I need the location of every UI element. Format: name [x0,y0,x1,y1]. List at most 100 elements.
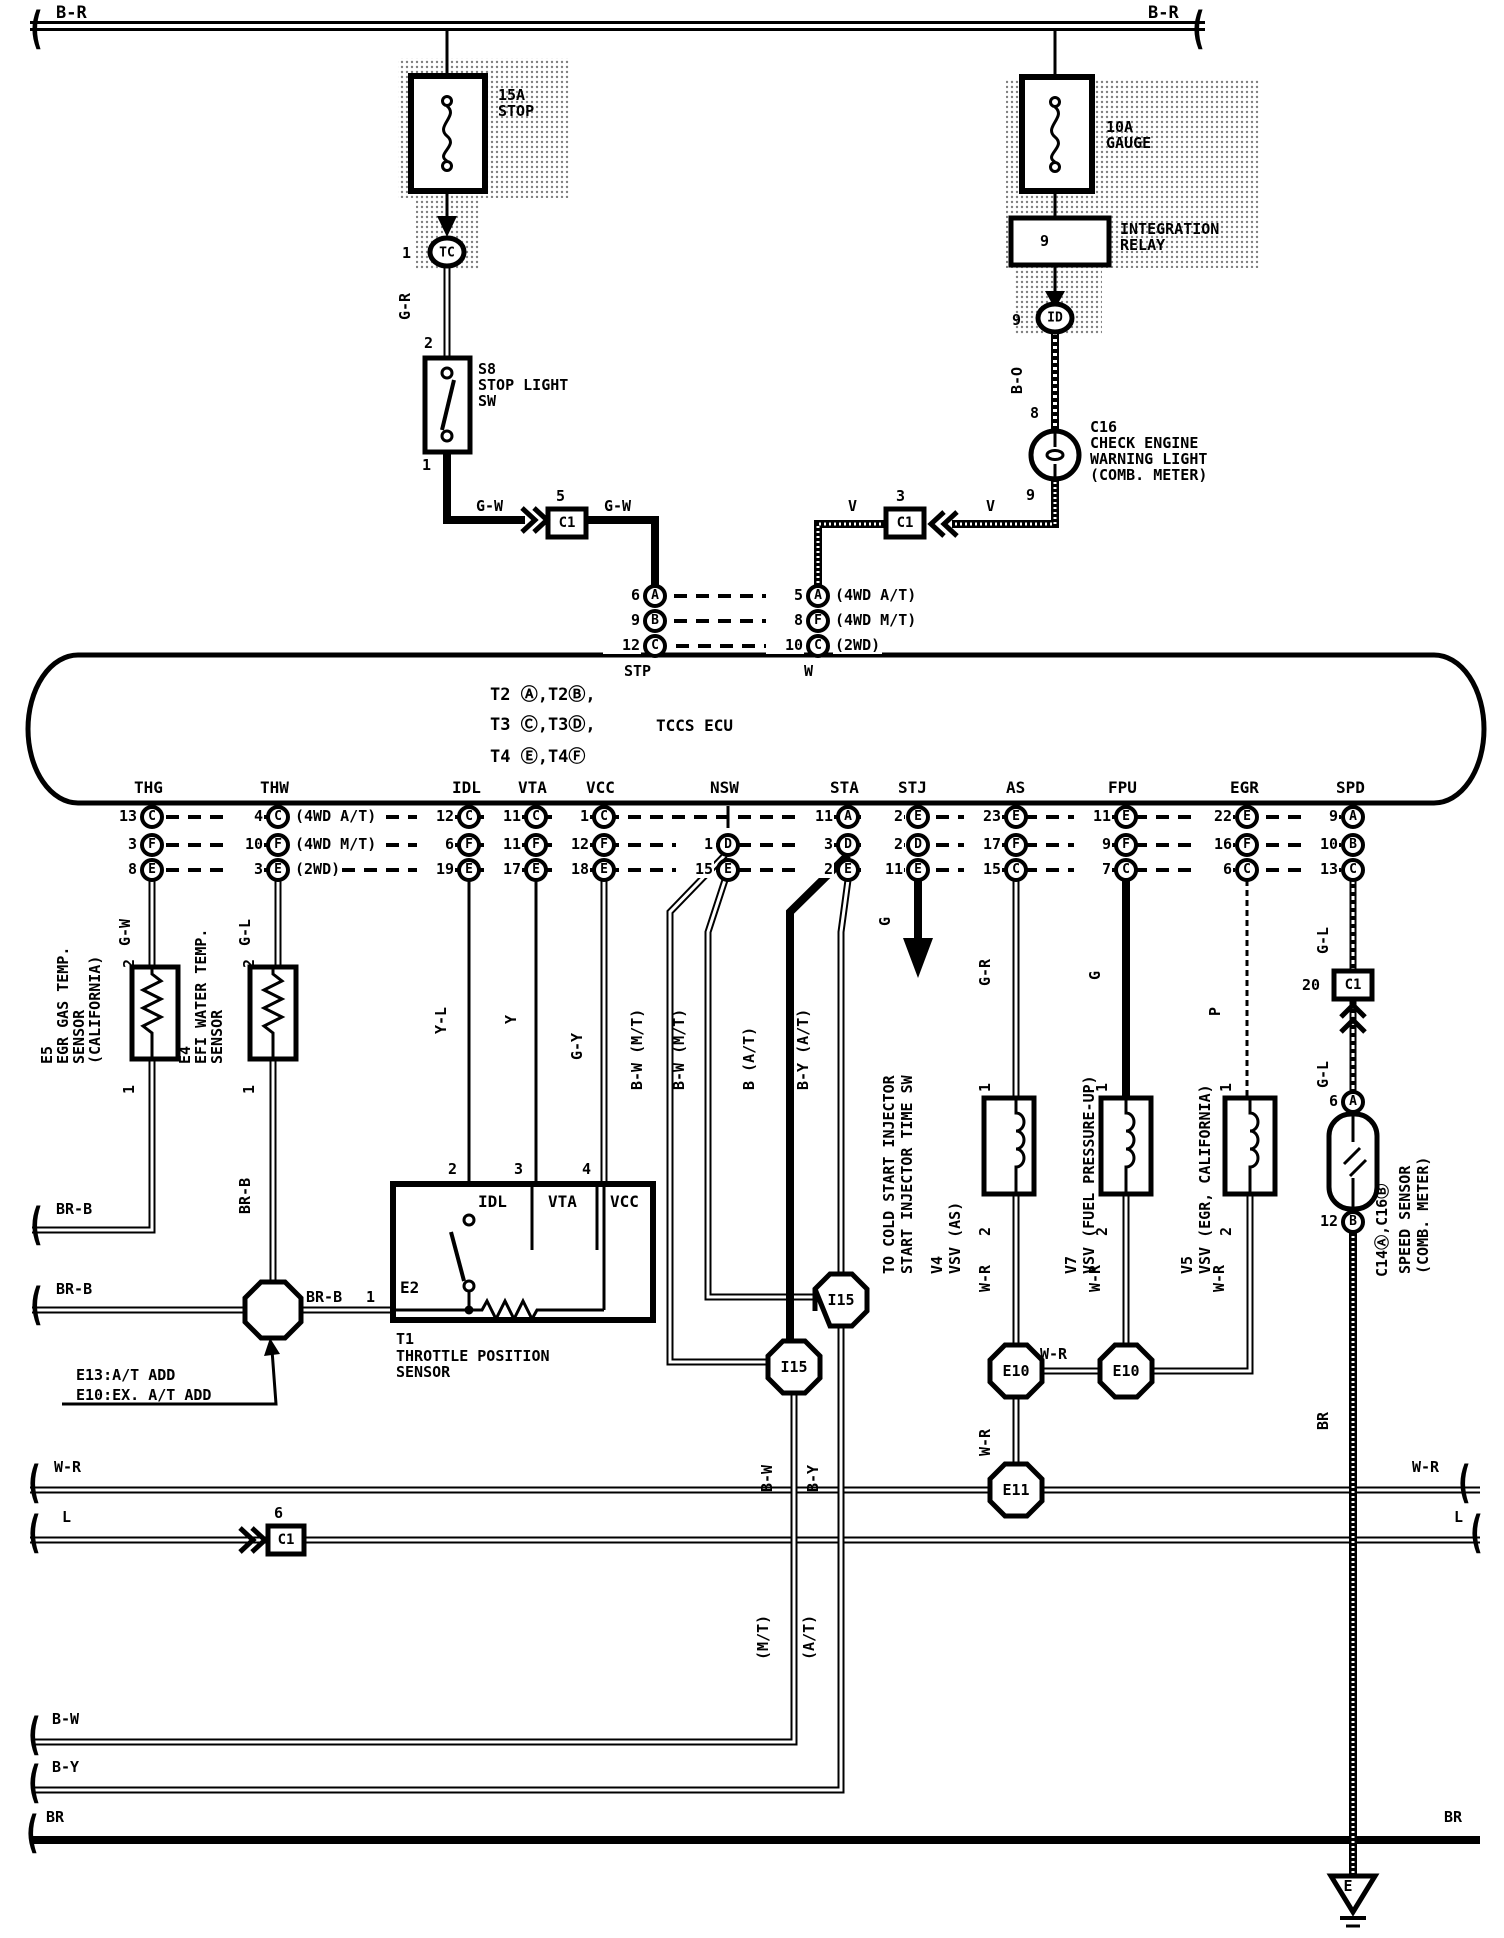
chevron-left-icon [927,510,959,538]
fuse-icon [1050,105,1060,164]
cut-mark: ( [30,1278,43,1331]
coil-icon [1248,1098,1260,1194]
resistor-icon [260,967,286,1059]
note-arrowhead [264,1338,280,1356]
note-e10: E10:EX. A/T ADD [76,1386,212,1404]
wire-gw-a [443,450,525,524]
term-idl: IDL [452,778,481,797]
v7-id: V7 [1062,1255,1080,1274]
bus-bw-label: B-W [52,1710,80,1728]
wire-core [952,477,1057,526]
v5-pin-2: 2 [1217,1226,1235,1236]
ecu-pin-11C: C [524,805,548,829]
pin-number: 9 [1301,807,1339,825]
wire-mt-tag: (M/T) [754,1614,772,1660]
pin-number: 1 [676,835,714,853]
ecu-stp: STP [624,662,652,680]
ecu-pin-9A: A [1341,805,1365,829]
cut-mark: ( [28,1708,41,1761]
t1-id: T1 [396,1330,415,1348]
ecu-pin-10C: C [806,634,830,658]
feed-wires [445,29,1057,294]
octagon-junctions [242,1271,1155,1519]
chevron-right-icon [520,506,551,534]
v5-vsv-egr-california [1222,1095,1278,1197]
c16-pin-8: 8 [1030,404,1040,422]
fuse-stop-name: STOP [498,102,535,120]
c1-20-pin: 20 [1302,976,1321,994]
v4-box [981,1095,1037,1197]
pin-number: 9 [1074,835,1112,853]
v7-name: VSV (FUEL PRESSURE-UP) [1080,1075,1098,1274]
e4-efi-water-temp-sensor [247,964,299,1062]
ecu-pin-22E: E [1235,805,1259,829]
term-stj: STJ [898,778,927,797]
note-arrow-line [62,1349,278,1406]
integration-relay-box [1008,215,1112,268]
ecu-pin-2E: E [906,805,930,829]
pin-number: 4 [226,807,264,825]
c16-pin-9: 9 [1026,486,1036,504]
junction-e11: E11 [1002,1481,1030,1499]
junction-e10-right-shape [1097,1342,1155,1400]
wire-wr-2: W-R [976,1428,994,1456]
ecu-pin-13C: C [1341,858,1365,882]
c16-warning-light [1028,428,1082,482]
pin-note: (4WD A/T) [293,807,379,825]
wire-v-a [952,477,1059,528]
ecu-legend-t4: T4 Ⓔ,T4Ⓕ [490,747,586,767]
coil-icon [1124,1098,1136,1194]
wire-brb-label: BR-B [306,1288,343,1306]
connector-id: ID [1047,310,1063,326]
stj-dest-1: TO COLD START INJECTOR [880,1075,898,1274]
connector-tc-oval [427,235,467,269]
wire-core [706,879,817,1299]
wire-gr-label: G-R [396,292,414,320]
arrow-stj [903,938,933,978]
pin-note: (2WD) [833,636,883,654]
pin-number: 17 [484,860,522,878]
bus-br2-label-right: BR [1444,1808,1463,1826]
pin-number: 9 [603,611,641,629]
t1-e2: E2 [400,1278,420,1297]
ecu-pin-6A: A [643,584,667,608]
c1-20-box [1331,968,1375,1002]
wire-gy-label: G-Y [568,1032,586,1060]
e5-egr-gas-temp-sensor [129,964,181,1062]
wire-core [839,879,850,1276]
c1-5-box [545,506,589,540]
arrow-relay [1045,291,1065,309]
cut-mark: ( [30,2,43,55]
ecu-pin-10B: B [1341,833,1365,857]
v4-pin-1: 1 [976,1082,994,1092]
pin-number: 11 [796,807,834,825]
s8-stop-light-switch [422,355,473,455]
tccs-ecu-outline [25,652,1487,806]
ecu-pin-3D: D [836,833,860,857]
junction-i15-right: I15 [827,1291,855,1309]
t1-name-2: SENSOR [396,1363,451,1381]
pin-number: 13 [1301,860,1339,878]
ecu-pin-9F: F [1114,833,1138,857]
fuse-gauge [1019,74,1095,194]
fuse-stop-box [408,73,488,194]
switch-contact-icon [462,1213,476,1227]
s8-name-2: SW [478,392,497,410]
ecu-name: TCCS ECU [656,716,734,735]
connector-id-oval [1035,301,1075,335]
ecu-pin-17F: F [1004,833,1028,857]
fuse-icon [1049,161,1061,173]
fuse-gauge-rating: 10A [1106,118,1134,136]
t1-pin-1: 1 [366,1288,376,1306]
pin-number: 1 [552,807,590,825]
pin-number: 11 [484,835,522,853]
junction-e10-left: E10 [1002,1362,1030,1380]
wire-bw-mt-2: B-W (M/T) [670,1008,688,1090]
resistor-icon [139,967,165,1059]
switch-arm-icon [440,379,456,431]
v5-name: VSV (EGR, CALIFORNIA) [1196,1084,1214,1274]
ground-e: E [1343,1877,1353,1895]
speed-sensor [1326,1111,1380,1212]
e5-wire-gw: G-W [116,918,134,946]
